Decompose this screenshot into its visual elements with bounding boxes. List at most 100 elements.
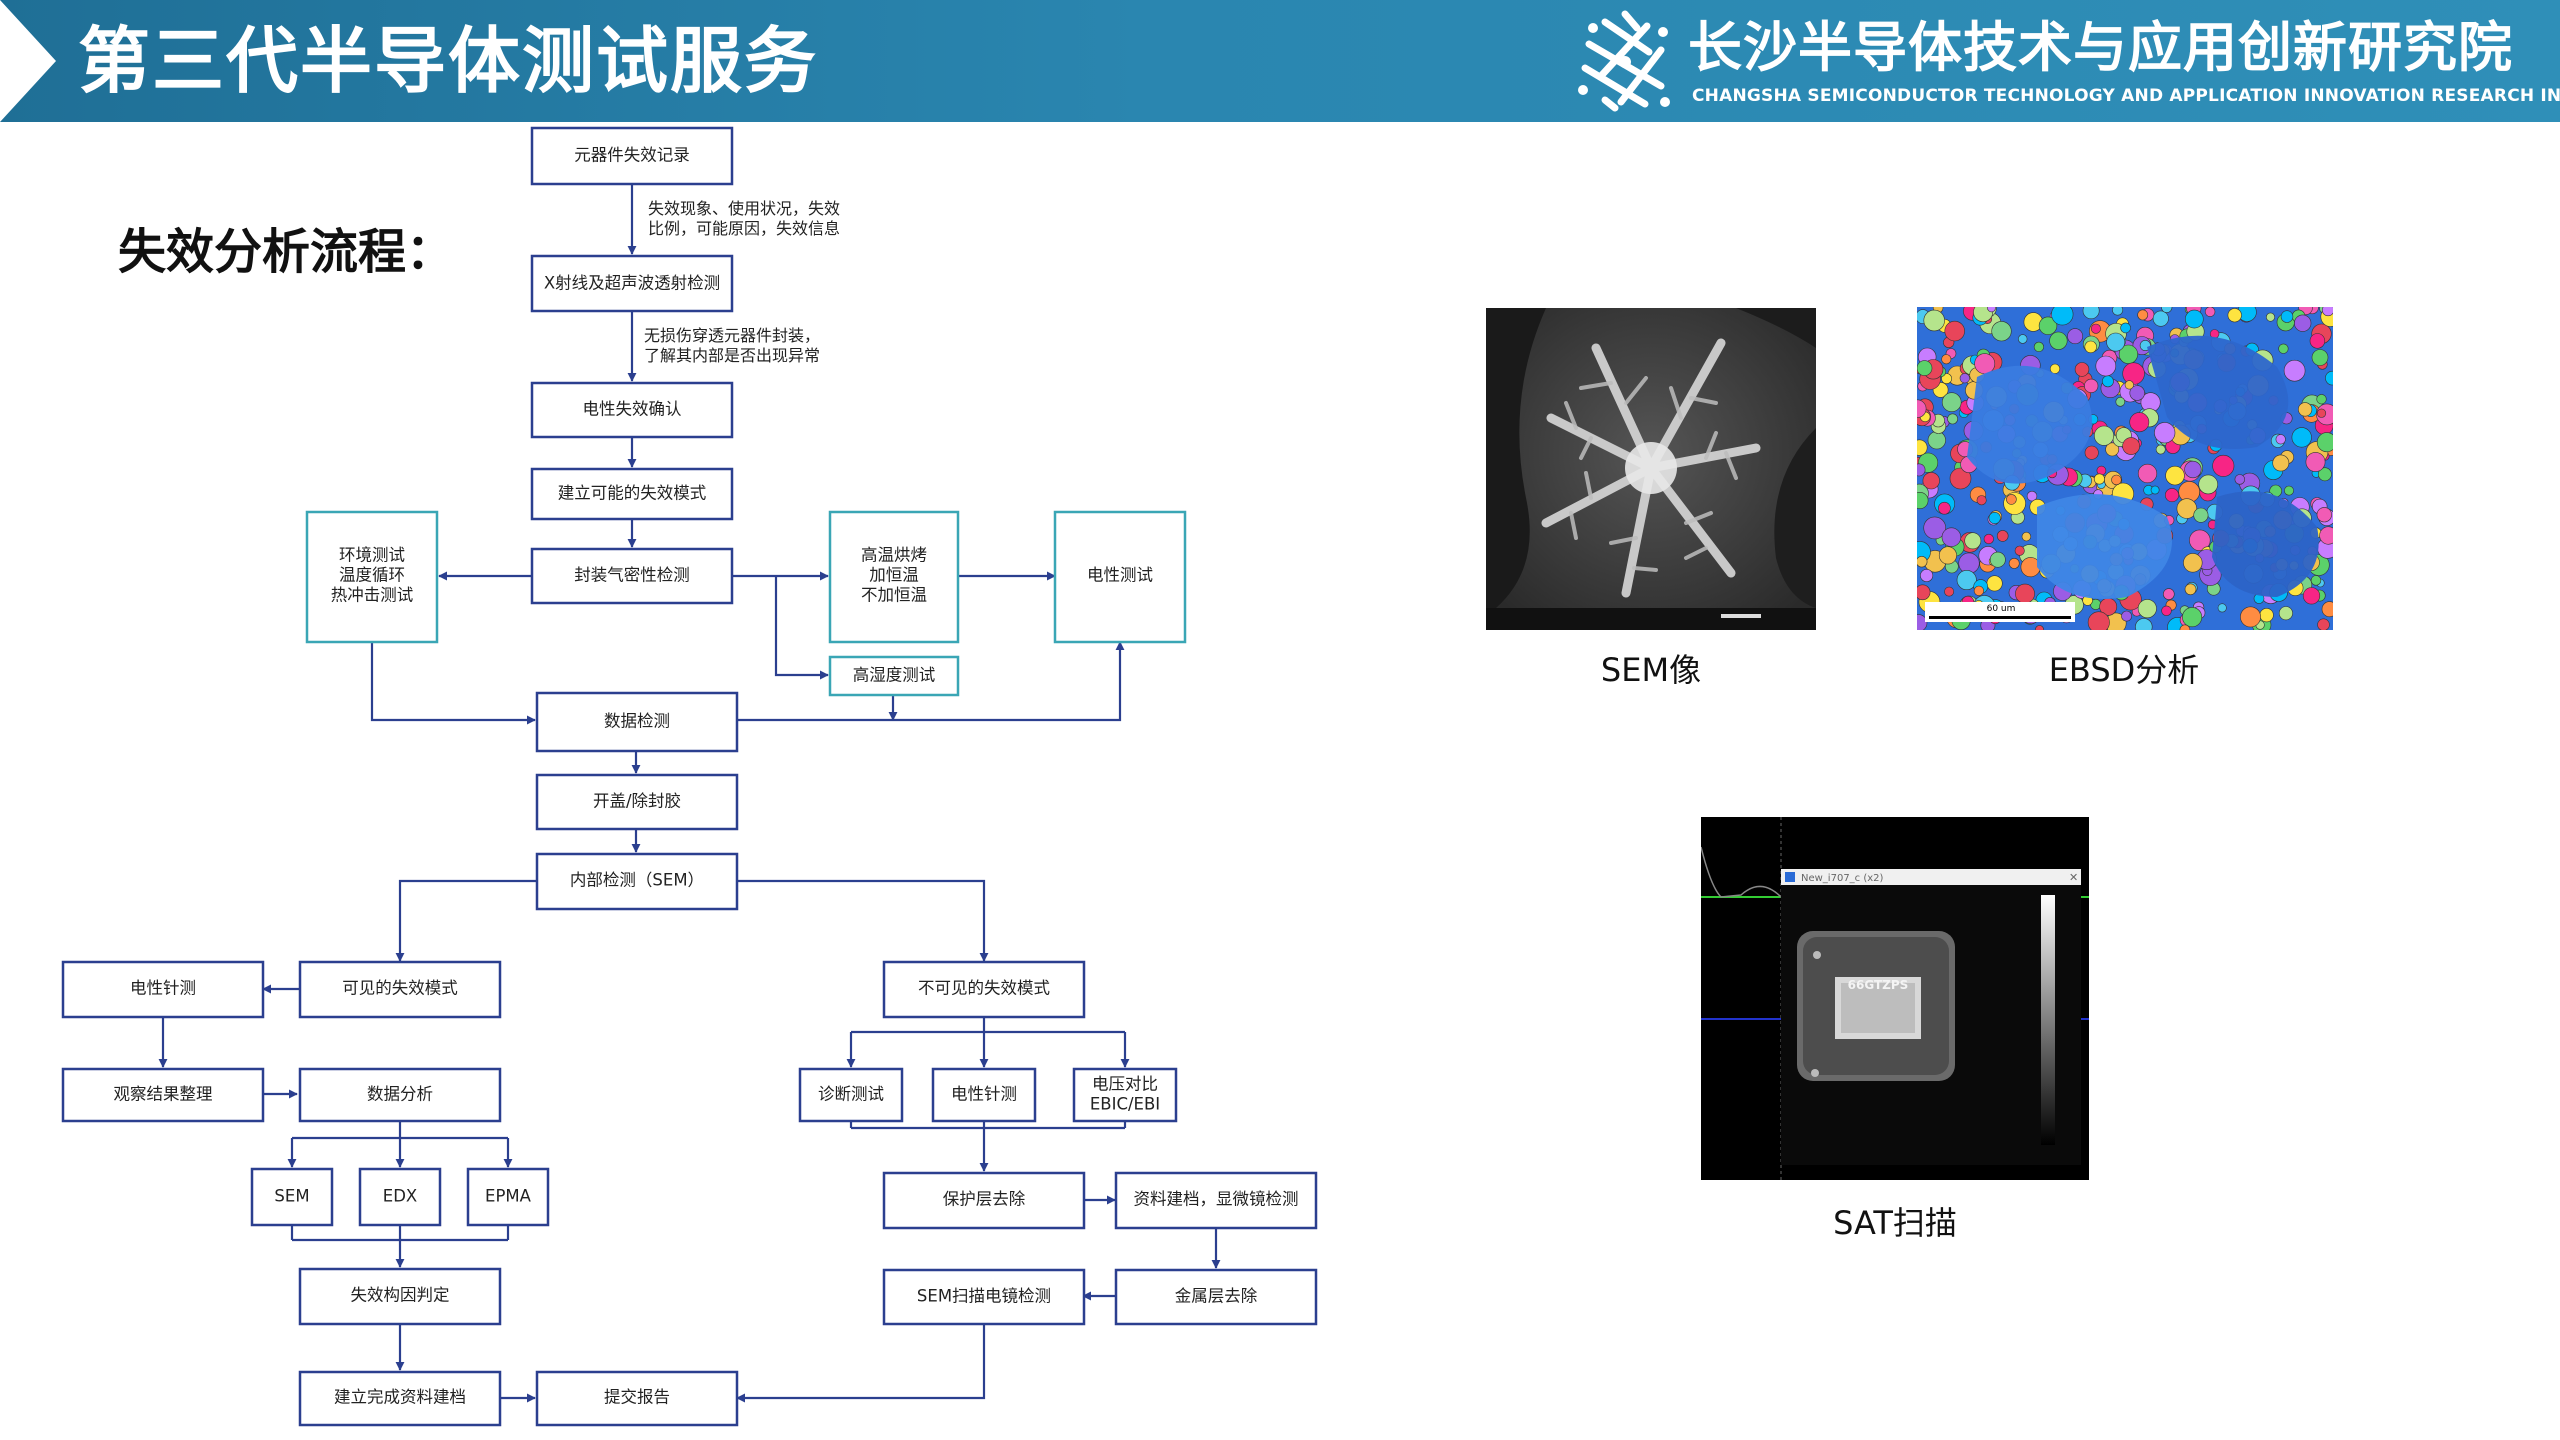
ebsd-grain	[1988, 512, 2001, 525]
ebsd-grain	[2182, 607, 2203, 628]
node-sem	[250, 1167, 334, 1227]
ebsd-scale-text: 60 um	[1987, 604, 2016, 614]
ebsd-grain	[2309, 333, 2326, 349]
node-confirm	[530, 381, 734, 439]
node-probe-left	[61, 960, 265, 1019]
sat-window-close-icon: ✕	[2069, 871, 2078, 884]
node-vc-label-1: 电压对比	[1092, 1075, 1158, 1094]
ebsd-grain	[2124, 380, 2134, 390]
ebsd-grain	[2240, 606, 2261, 628]
node-internal-label: 内部检测（SEM）	[570, 871, 704, 890]
ebsd-grain	[2038, 316, 2058, 335]
node-humid	[828, 655, 960, 697]
sem-image	[1486, 308, 1816, 630]
node-ht-label-1: 高温烘烤	[861, 546, 927, 565]
ebsd-grain	[2035, 625, 2044, 630]
ebsd-grain	[1938, 546, 1957, 565]
node-diag-label: 诊断测试	[818, 1085, 884, 1104]
node-elec-test	[1053, 510, 1187, 644]
node-analysis	[298, 1067, 502, 1123]
node-diag	[798, 1067, 904, 1123]
node-record-label: 元器件失效记录	[574, 146, 690, 165]
ebsd-grain	[2176, 498, 2197, 519]
ebsd-grain	[1917, 463, 1926, 477]
node-vc-label-2: EBIC/EBI	[1090, 1095, 1160, 1114]
node-probe-right	[931, 1067, 1037, 1123]
ebsd-grain	[2179, 624, 2191, 630]
ebsd-grain	[1956, 569, 1977, 590]
ebsd-grain	[2310, 575, 2322, 586]
ebsd-grain	[2234, 474, 2245, 485]
node-internal	[535, 852, 739, 911]
node-xray-label: X射线及超声波透射检测	[544, 274, 720, 293]
node-report	[535, 1370, 739, 1427]
ebsd-grain	[2165, 465, 2185, 486]
ebsd-grain	[2294, 314, 2312, 332]
node-env-label-2: 温度循环	[339, 566, 405, 585]
node-sem-scan	[882, 1268, 1086, 1326]
ebsd-grain	[2115, 397, 2126, 407]
node-seal-label: 封装气密性检测	[574, 566, 690, 585]
ebsd-grain	[1938, 501, 1951, 515]
ebsd-grain	[2120, 322, 2131, 334]
node-cause-label: 失效构因判定	[351, 1286, 450, 1305]
ebsd-grain	[2204, 307, 2216, 317]
edge-internal-visible	[395, 879, 537, 962]
ebsd-grain	[1917, 492, 1929, 509]
ebsd-grain	[2317, 467, 2332, 482]
ebsd-grain	[2049, 331, 2068, 350]
ebsd-grain	[2305, 452, 2326, 472]
node-epma-label: EPMA	[485, 1187, 532, 1206]
node-decap-label: 开盖/除封胶	[593, 792, 681, 811]
ebsd-grain	[1923, 309, 1945, 332]
node-xray	[530, 254, 734, 313]
node-archive-done-label: 建立完成资料建档	[334, 1388, 466, 1407]
note-1-line-2: 比例，可能原因，失效信息	[648, 219, 840, 238]
note-1-line-1: 失效现象、使用状况，失效	[648, 199, 840, 218]
ebsd-grain	[2106, 332, 2126, 352]
node-metal-label: 金属层去除	[1175, 1287, 1258, 1306]
node-env	[305, 510, 439, 644]
ebsd-grain	[1986, 575, 2003, 592]
ebsd-grain	[2150, 485, 2160, 495]
ebsd-grain	[2311, 349, 2329, 366]
ebsd-grain	[2317, 618, 2330, 630]
ebsd-grain	[2259, 608, 2274, 623]
ebsd-grain	[2101, 375, 2114, 388]
node-data-check	[535, 691, 739, 753]
ebsd-grain	[2033, 341, 2044, 353]
ebsd-grain	[2084, 340, 2097, 354]
ebsd-grain	[2316, 408, 2327, 418]
ebsd-grain	[2087, 611, 2110, 630]
ebsd-grain	[2084, 378, 2099, 393]
ebsd-grain	[2074, 362, 2090, 377]
ebsd-grain	[2135, 618, 2153, 630]
ebsd-grain	[2118, 344, 2138, 364]
ebsd-grain	[1944, 320, 1965, 342]
ebsd-grain	[1949, 467, 1972, 490]
ebsd-grain	[2283, 359, 2306, 382]
node-report-label: 提交报告	[604, 1388, 670, 1407]
edge-seal-humid	[774, 576, 829, 680]
node-sem-scan-label: SEM扫描电镜检测	[917, 1287, 1051, 1306]
ebsd-grain	[2015, 583, 2035, 604]
node-epma	[466, 1167, 550, 1227]
ebsd-grain	[2227, 308, 2242, 323]
ebsd-grain	[2275, 434, 2286, 445]
node-invisible-label: 不可见的失效模式	[918, 979, 1050, 998]
ebsd-grain	[2121, 610, 2132, 622]
edge-data-elec	[737, 641, 1125, 722]
ebsd-grain	[1947, 413, 1958, 425]
ebsd-grain	[2184, 583, 2197, 596]
ebsd-grain	[2165, 488, 2180, 503]
ebsd-grain	[2161, 307, 2173, 313]
ebsd-grain	[2137, 463, 2158, 484]
ebsd-grain	[1923, 516, 1947, 540]
ebsd-grain	[1920, 568, 1934, 582]
ebsd-grain	[1974, 353, 1996, 375]
ebsd-grain	[2026, 490, 2038, 502]
node-record	[530, 126, 734, 186]
node-humid-label: 高湿度测试	[853, 666, 936, 685]
node-elec-test-label: 电性测试	[1087, 566, 1153, 585]
ebsd-grain	[1973, 307, 1993, 323]
